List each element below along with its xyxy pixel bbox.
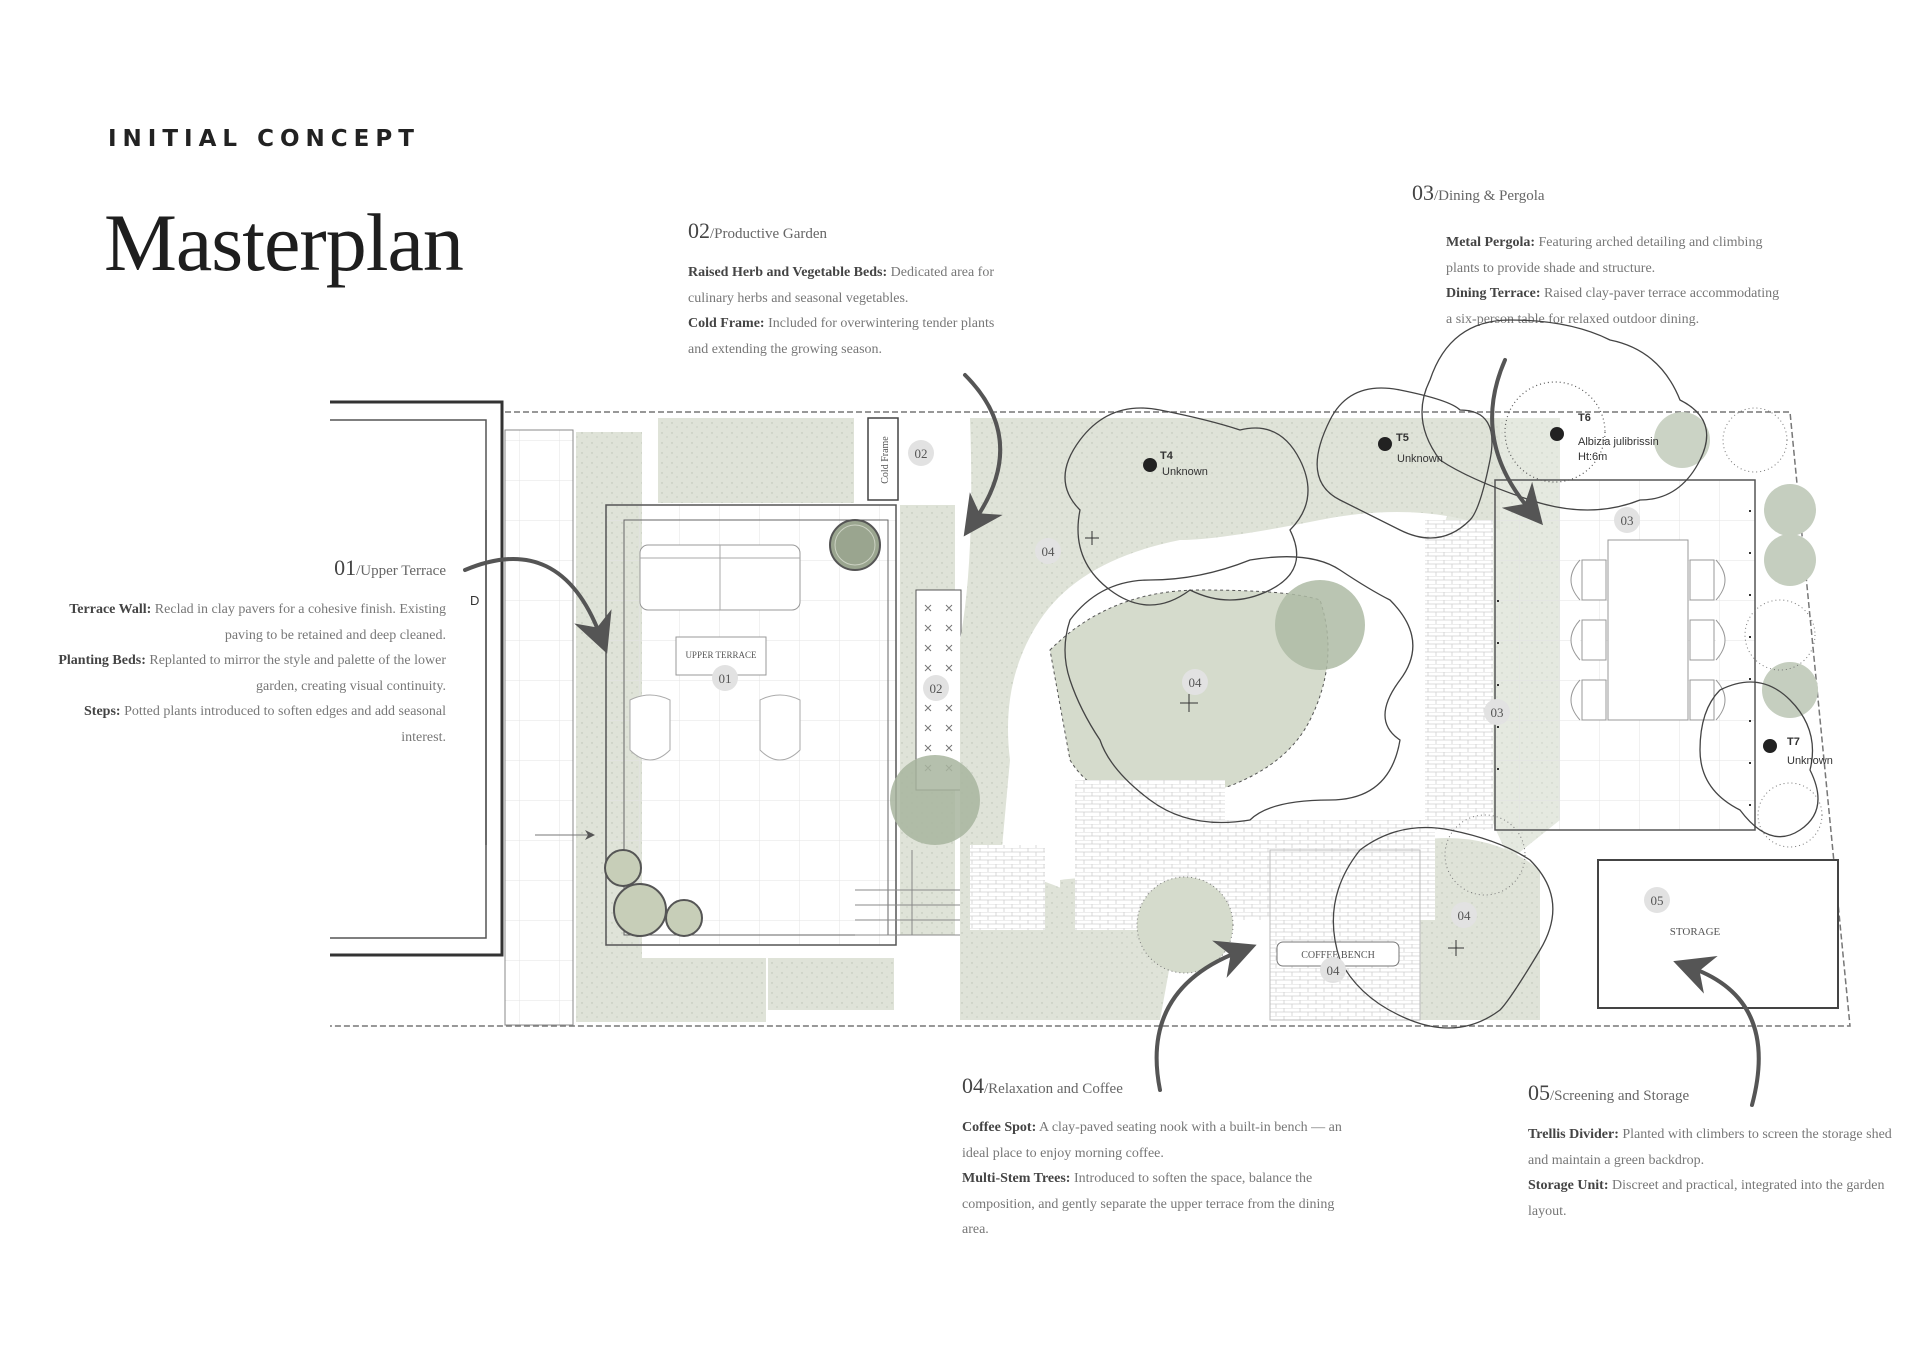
storage-unit xyxy=(1597,859,1839,1009)
tree-name: Albizia julibrissin xyxy=(1578,436,1659,448)
upper-terrace: UPPER TERRACE xyxy=(605,504,897,946)
existing-tree-t7: T7 Unknown xyxy=(1763,736,1833,767)
coffee-bench-label: COFFEE BENCH xyxy=(1301,950,1375,961)
existing-tree-t4: T4 Unknown xyxy=(1143,450,1208,478)
annotation-number: 01 xyxy=(334,555,357,580)
zone-marker-03: 03 xyxy=(1491,705,1504,720)
annotation-heading: Upper Terrace xyxy=(360,563,446,579)
zone-marker-circles xyxy=(712,440,1670,983)
description: Replanted to mirror the style and palett… xyxy=(149,653,446,694)
annotation-05: 05/Screening and Storage Trellis Divider… xyxy=(1528,1080,1892,1219)
callout-arrows xyxy=(463,358,1761,1107)
term: Steps: xyxy=(84,704,121,719)
planting-symbols xyxy=(604,381,1823,974)
clay-paver-paths xyxy=(970,520,1493,1021)
tree-name: Unknown xyxy=(1397,453,1443,465)
upper-terrace-label: UPPER TERRACE xyxy=(685,650,757,660)
annotation-number: 02 xyxy=(688,218,710,243)
tree-centre-marks xyxy=(1085,531,1464,956)
raised-herb-bed xyxy=(915,589,962,791)
annotation-heading: Relaxation and Coffee xyxy=(988,1081,1123,1097)
term: Terrace Wall: xyxy=(69,602,152,617)
cold-frame-label: Cold Frame xyxy=(880,436,891,484)
description: Included for overwintering tender plants… xyxy=(688,316,995,357)
storage-label: STORAGE xyxy=(1670,926,1721,938)
zone-marker-04: 04 xyxy=(1458,908,1472,923)
annotation-03: Metal Pergola: Featuring arched detailin… xyxy=(1446,230,1786,332)
term: Raised Herb and Vegetable Beds: xyxy=(688,265,888,280)
annotation-number: 04 xyxy=(962,1073,984,1098)
annotation-heading: Screening and Storage xyxy=(1554,1088,1690,1104)
tree-canopies xyxy=(1064,319,1819,1029)
term: Multi-Stem Trees: xyxy=(962,1171,1071,1186)
description: A clay-paved seating nook with a built-i… xyxy=(962,1120,1342,1161)
zone-marker-05: 05 xyxy=(1651,893,1664,908)
annotation-04: 04/Relaxation and Coffee Coffee Spot: A … xyxy=(962,1073,1342,1237)
coffee-bench xyxy=(1276,941,1400,967)
door-label: D xyxy=(470,593,479,608)
zone-marker-02: 02 xyxy=(930,681,943,696)
tree-name: Unknown xyxy=(1787,755,1833,767)
annotation-heading: Productive Garden xyxy=(714,226,828,242)
annotation-heading: Dining & Pergola xyxy=(1438,188,1545,204)
annotation-number: 03 xyxy=(1412,180,1434,205)
term: Cold Frame: xyxy=(688,316,765,331)
description: Dedicated area for culinary herbs and se… xyxy=(688,265,994,306)
zone-marker-04: 04 xyxy=(1327,963,1341,978)
site-boundary xyxy=(330,411,1851,1027)
tree-height: Ht:6m xyxy=(1578,451,1607,463)
zone-marker-01: 01 xyxy=(719,671,732,686)
zone-marker-03: 03 xyxy=(1621,513,1634,528)
term: Storage Unit: xyxy=(1528,1178,1609,1193)
term: Planting Beds: xyxy=(58,653,146,668)
garden-planting xyxy=(960,418,1560,1020)
zone-marker-04: 04 xyxy=(1189,675,1203,690)
tree-id: T5 xyxy=(1396,432,1409,444)
term: Dining Terrace: xyxy=(1446,286,1541,301)
description: Discreet and practical, integrated into … xyxy=(1528,1178,1885,1219)
description: Featuring arched detailing and climbing … xyxy=(1446,235,1763,276)
annotation-02: 02/Productive Garden Raised Herb and Veg… xyxy=(688,218,995,357)
tree-name: Unknown xyxy=(1162,466,1208,478)
zone-marker-04: 04 xyxy=(1042,544,1056,559)
term: Coffee Spot: xyxy=(962,1120,1037,1135)
description: Introduced to soften the space, balance … xyxy=(962,1171,1335,1237)
tree-id: T7 xyxy=(1787,736,1800,748)
cold-frame xyxy=(867,417,899,501)
tree-id: T6 xyxy=(1578,412,1591,424)
dining-terrace xyxy=(1494,479,1756,831)
zone-marker-02: 02 xyxy=(915,446,928,461)
term: Metal Pergola: xyxy=(1446,235,1536,250)
description: Reclad in clay pavers for a cohesive fin… xyxy=(154,602,446,643)
side-path xyxy=(504,429,574,1026)
annotation-01: 01/Upper Terrace Terrace Wall: Reclad in… xyxy=(58,555,446,745)
tree-id: T4 xyxy=(1160,450,1174,462)
page-kicker: INITIAL CONCEPT xyxy=(108,126,420,152)
annotation-number: 05 xyxy=(1528,1080,1550,1105)
description: Potted plants introduced to soften edges… xyxy=(124,704,446,745)
steps xyxy=(855,850,966,936)
existing-tree-t6: T6 Albizia julibrissin Ht:6m xyxy=(1550,412,1659,463)
existing-tree-t5: T5 Unknown xyxy=(1378,432,1443,465)
term: Trellis Divider: xyxy=(1528,1127,1619,1142)
description: Planted with climbers to screen the stor… xyxy=(1528,1127,1892,1168)
upper-terrace-planting xyxy=(576,418,955,1022)
page-title: Masterplan xyxy=(104,197,464,288)
